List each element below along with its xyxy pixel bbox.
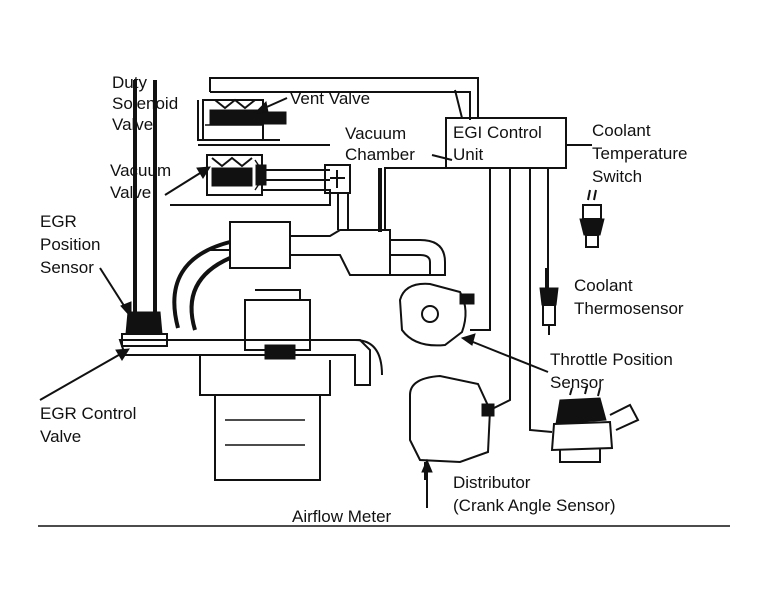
- label-coolant-temp-line3: Switch: [592, 167, 642, 186]
- label-egi-line2: Unit: [453, 145, 484, 164]
- vent-valve: [257, 111, 287, 125]
- label-distributor-line2: (Crank Angle Sensor): [453, 496, 616, 515]
- label-vacuum-chamber-line1: Vacuum: [345, 124, 406, 143]
- label-coolant-temp-line1: Coolant: [592, 121, 651, 140]
- label-egr-position-line3: Sensor: [40, 258, 94, 277]
- coolant-thermosensor: [539, 268, 559, 335]
- egi-control-unit: [445, 117, 567, 169]
- label-vacuum-chamber-line2: Chamber: [345, 145, 415, 164]
- label-throttle-position-line2: Sensor: [550, 373, 604, 392]
- intake-manifold: [118, 221, 446, 481]
- wiring-harness: [133, 77, 592, 433]
- vacuum-chamber: [324, 164, 351, 194]
- label-coolant-thermosensor-line2: Thermosensor: [574, 299, 684, 318]
- label-coolant-temp-line2: Temperature: [592, 144, 687, 163]
- label-egr-position-line2: Position: [40, 235, 100, 254]
- duty-solenoid-valve: [202, 98, 264, 141]
- throttle-position-sensor: [398, 282, 475, 347]
- label-vacuum-valve-line2: Valve: [110, 183, 151, 202]
- label-vent-valve: Vent Valve: [290, 89, 370, 108]
- label-egr-control-line2: Valve: [40, 427, 81, 446]
- label-egi-line1: EGI Control: [453, 123, 542, 142]
- label-vacuum-valve-line1: Vacuum: [110, 161, 171, 180]
- label-throttle-position-line1: Throttle Position: [550, 350, 673, 369]
- label-egr-position-line1: EGR: [40, 212, 77, 231]
- label-duty-solenoid-line1: Duty: [112, 73, 147, 92]
- label-distributor-line1: Distributor: [453, 473, 531, 492]
- label-egr-control-line1: EGR Control: [40, 404, 136, 423]
- distributor: [550, 385, 640, 463]
- label-duty-solenoid-line2: Solenoid: [112, 94, 178, 113]
- airflow-meter: [409, 374, 495, 480]
- label-airflow-meter: Airflow Meter: [292, 507, 392, 526]
- label-coolant-thermosensor-line1: Coolant: [574, 276, 633, 295]
- vacuum-valve: [206, 154, 267, 196]
- coolant-temperature-switch: [579, 189, 605, 248]
- leader-lines: [39, 97, 549, 508]
- egr-control-valve: [121, 311, 168, 347]
- labels: Duty Solenoid Valve Vent Valve Vacuum Ch…: [40, 73, 687, 526]
- label-duty-solenoid-line3: Valve: [112, 115, 153, 134]
